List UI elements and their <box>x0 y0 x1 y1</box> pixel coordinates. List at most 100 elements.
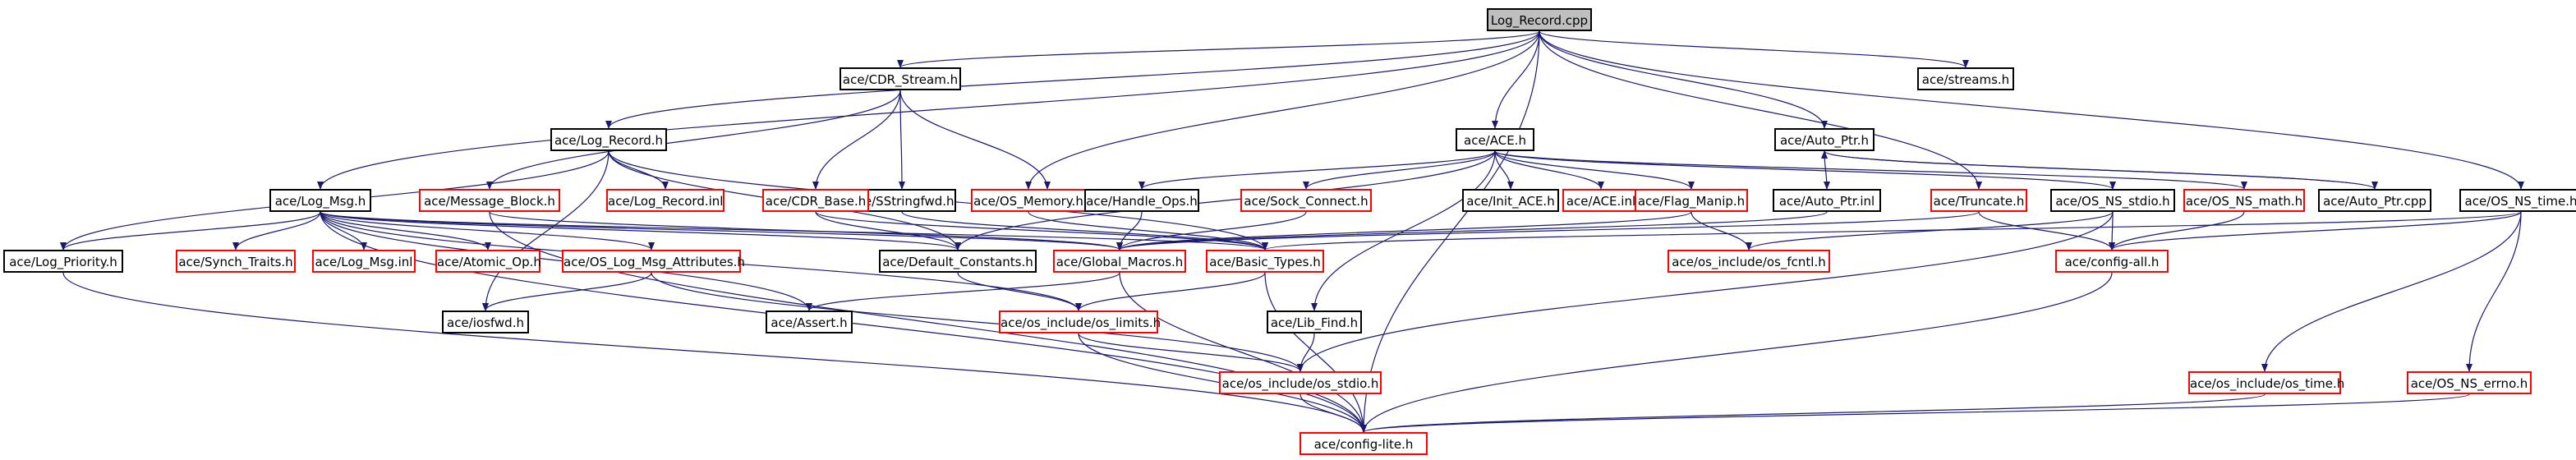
node-config-lite-h[interactable]: ace/config-lite.h <box>1300 432 1428 455</box>
edge-lib_find_h-to-os_stdio_h <box>1297 333 1315 372</box>
edge-flag_manip_h-to-os_fcntl_h <box>1690 211 1752 251</box>
edge-ace_h-to-os_ns_stdio_h <box>1494 150 2116 190</box>
edge-sock_connect_h-to-global_macros_h <box>1116 211 1307 251</box>
node-os-time-h[interactable]: ace/os_include/os_time.h <box>2188 371 2344 394</box>
edge-root-to-os_ns_time_h <box>1539 30 2524 190</box>
edge-basic_types_h-to-os_limits_h <box>1075 272 1266 311</box>
edge-ace_h-to-flag_manip_h <box>1494 150 1695 190</box>
edge-log_priority_h-to-config_lite_h <box>62 272 1367 433</box>
node-os-ns-stdio-h[interactable]: ace/OS_NS_stdio.h <box>2050 189 2175 212</box>
node-root[interactable]: Log_Record.cpp <box>1487 8 1592 31</box>
node-init-ace-h[interactable]: ace/Init_ACE.h <box>1462 189 1559 212</box>
edge-log_msg_h-to-log_priority_h <box>60 211 321 251</box>
edge-root-to-log_msg_h <box>317 30 1540 190</box>
node-streams-h[interactable]: ace/streams.h <box>1917 67 2014 90</box>
edge-global_macros_h-to-config_lite_h <box>1119 272 1367 433</box>
edge-os_ns_time_h-to-os_time_h <box>2261 211 2522 372</box>
edge-config_all_h-to-config_lite_h <box>1360 272 2113 433</box>
node-auto-ptr-inl[interactable]: ace/Auto_Ptr.inl <box>1773 189 1881 212</box>
node-default-constants-h[interactable]: ace/Default_Constants.h <box>879 250 1037 273</box>
edge-log_msg_h-to-global_macros_h <box>320 211 1123 251</box>
node-log-msg-inl[interactable]: ace/Log_Msg.inl <box>312 250 416 273</box>
edge-cdr_stream_h-to-cdr_stream_inl <box>899 90 1051 190</box>
edge-os_limits_h-to-os_stdio_h <box>1078 333 1304 372</box>
edge-cdr_stream_h-to-message_block_h <box>486 90 901 190</box>
edge-sstringfwd_h-to-basic_types_h <box>901 211 1268 251</box>
node-lib-find-h[interactable]: ace/Lib_Find.h <box>1267 310 1362 334</box>
edge-truncate_h-to-config_all_h <box>1978 211 2115 251</box>
node-flag-manip-h[interactable]: ace/Flag_Manip.h <box>1635 189 1748 212</box>
node-truncate-h[interactable]: ace/Truncate.h <box>1930 189 2027 212</box>
edge-auto_ptr_cpp-to-auto_ptr_h <box>1821 150 2376 190</box>
edge-basic_types_h-to-config_lite_h <box>1264 272 1367 433</box>
node-global-macros-h[interactable]: ace/Global_Macros.h <box>1053 250 1186 273</box>
node-os-ns-math-h[interactable]: ace/OS_NS_math.h <box>2183 189 2305 212</box>
edge-cdr_stream_h-to-sstringfwd_h <box>898 90 905 190</box>
edge-root-to-os_memory_h <box>1025 30 1540 190</box>
node-log-record-inl[interactable]: ace/Log_Record.inl <box>606 189 724 212</box>
edge-ace_h-to-init_ace_h <box>1494 150 1514 190</box>
node-sock-connect-h[interactable]: ace/Sock_Connect.h <box>1240 189 1372 212</box>
edge-os_ns_stdio_h-to-os_fcntl_h <box>1746 211 2114 251</box>
node-iosfwd-h[interactable]: ace/iosfwd.h <box>442 310 529 334</box>
edge-truncate_h-to-global_macros_h <box>1116 211 1980 251</box>
edge-os_time_h-to-config_lite_h <box>1360 393 2266 433</box>
edge-log_msg_h-to-synch_traits_h <box>232 211 321 251</box>
node-ace-h[interactable]: ace/ACE.h <box>1456 128 1534 151</box>
edge-log_record_h-to-log_record_inl <box>608 150 669 190</box>
edge-flag_manip_h-to-global_macros_h <box>1116 211 1692 251</box>
edge-log_msg_h-to-default_constants_h <box>320 211 961 251</box>
edge-os_log_msg_attr_h-to-iosfwd_h <box>482 272 652 311</box>
node-os-stdio-h[interactable]: ace/os_include/os_stdio.h <box>1219 371 1382 394</box>
edge-os_ns_stdio_h-to-os_stdio_h <box>1297 211 2114 372</box>
edge-cdr_base_h-to-default_constants_h <box>815 211 961 251</box>
node-log-msg-h[interactable]: ace/Log_Msg.h <box>269 189 371 212</box>
node-synch-traits-h[interactable]: ace/Synch_Traits.h <box>176 250 296 273</box>
node-os-ns-time-h[interactable]: ace/OS_NS_time.h <box>2459 189 2576 212</box>
edge-os_log_msg_attr_h-to-os_stdio_h <box>651 272 1304 372</box>
node-handle-ops-h[interactable]: ace/Handle_Ops.h <box>1084 189 1199 212</box>
edge-os_ns_time_h-to-basic_types_h <box>1262 211 2522 251</box>
edge-log_record_h-to-iosfwd_h <box>482 150 610 311</box>
edge-ace_h-to-os_ns_math_h <box>1494 150 2247 190</box>
node-cdr-stream-h[interactable]: ace/CDR_Stream.h <box>840 67 961 90</box>
edge-ace_h-to-default_constants_h <box>954 150 1496 251</box>
edge-root-to-truncate_h <box>1539 30 1982 190</box>
edge-os_ns_time_h-to-os_ns_errno_h <box>2466 211 2522 372</box>
edge-auto_ptr_inl-to-global_macros_h <box>1116 211 1828 251</box>
node-assert-h[interactable]: ace/Assert.h <box>766 310 853 334</box>
node-os-memory-h[interactable]: ace/OS_Memory.h <box>971 189 1086 212</box>
node-basic-types-h[interactable]: ace/Basic_Types.h <box>1206 250 1324 273</box>
node-message-block-h[interactable]: ace/Message_Block.h <box>419 189 560 212</box>
edge-message_block_h-to-global_macros_h <box>489 211 1123 251</box>
edge-root-to-ace_h <box>1492 30 1540 129</box>
node-cdr-base-h[interactable]: ace/CDR_Base.h <box>762 189 869 212</box>
edge-global_macros_h-to-assert_h <box>806 272 1120 311</box>
node-os-limits-h[interactable]: ace/os_include/os_limits.h <box>999 310 1161 334</box>
node-auto-ptr-h[interactable]: ace/Auto_Ptr.h <box>1774 128 1874 151</box>
node-auto-ptr-cpp[interactable]: ace/Auto_Ptr.cpp <box>2318 189 2431 212</box>
node-os-log-msg-attr-h[interactable]: ace/OS_Log_Msg_Attributes.h <box>562 250 745 273</box>
node-log-record-h[interactable]: ace/Log_Record.h <box>550 128 667 151</box>
edge-log_msg_h-to-os_log_msg_attr_h <box>320 211 655 251</box>
edge-root-to-auto_ptr_h <box>1539 30 1828 129</box>
edge-ace_h-to-ace_inl <box>1494 150 1604 190</box>
edge-default_constants_h-to-os_limits_h <box>957 272 1082 311</box>
node-os-ns-errno-h[interactable]: ace/OS_NS_errno.h <box>2407 371 2532 394</box>
node-log-priority-h[interactable]: ace/Log_Priority.h <box>3 250 123 273</box>
node-config-all-h[interactable]: ace/config-all.h <box>2055 250 2169 273</box>
edge-os_memory_h-to-basic_types_h <box>1028 211 1268 251</box>
edge-ace_h-to-handle_ops_h <box>1138 150 1496 190</box>
edge-message_block_h-to-config_lite_h <box>489 211 1367 433</box>
edge-os_ns_math_h-to-config_all_h <box>2109 211 2245 251</box>
node-os-fcntl-h[interactable]: ace/os_include/os_fcntl.h <box>1668 250 1830 273</box>
node-ace-inl[interactable]: ace/ACE.inl <box>1562 189 1640 212</box>
node-atomic-op-h[interactable]: ace/Atomic_Op.h <box>435 250 541 273</box>
edge-root-to-log_record_h <box>605 30 1540 129</box>
edge-root-to-cdr_stream_h <box>897 30 1540 68</box>
edge-ace_h-to-sock_connect_h <box>1303 150 1496 190</box>
edge-auto_ptr_h-to-auto_ptr_inl <box>1823 150 1830 190</box>
edge-cdr_stream_h-to-cdr_base_h <box>812 90 901 190</box>
